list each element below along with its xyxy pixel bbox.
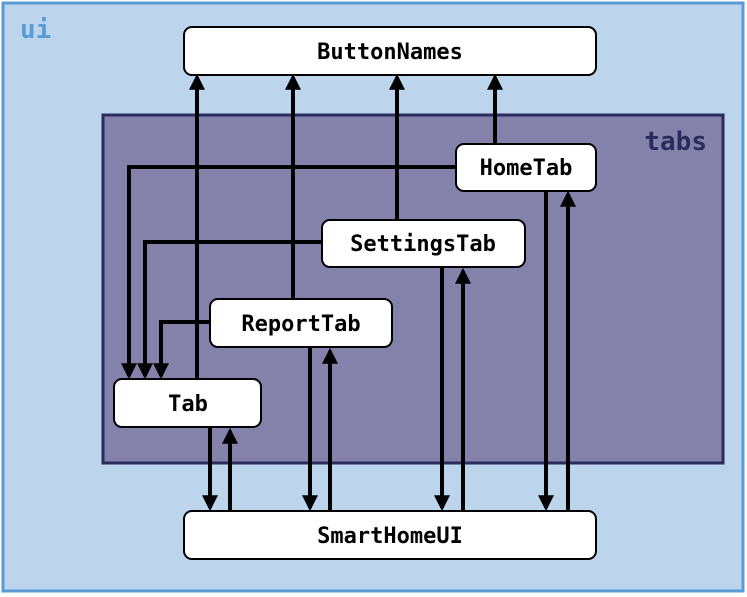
tabs-group-label: tabs (644, 127, 707, 157)
node-button-names-label: ButtonNames (317, 40, 463, 65)
node-smart-home-ui-box (183, 510, 597, 560)
node-smart-home-ui: SmartHomeUI (183, 510, 597, 560)
node-home-tab-label: HomeTab (480, 156, 573, 181)
node-settings-tab: SettingsTab (321, 219, 526, 268)
node-report-tab: ReportTab (209, 298, 393, 348)
node-home-tab: HomeTab (455, 143, 597, 192)
node-report-tab-box (209, 298, 393, 348)
node-settings-tab-label: SettingsTab (350, 232, 496, 257)
node-report-tab-label: ReportTab (241, 312, 360, 337)
node-smart-home-ui-label: SmartHomeUI (317, 524, 463, 549)
node-tab-box (113, 378, 262, 428)
edge-hometab-to-tab (121, 165, 457, 380)
node-tab: Tab (113, 378, 262, 428)
node-button-names-box (183, 26, 597, 76)
node-tab-label: Tab (168, 392, 208, 417)
node-settings-tab-box (321, 219, 526, 268)
edge-reporttab-to-tab (153, 320, 211, 380)
ui-group-label: ui (20, 15, 51, 45)
node-home-tab-box (455, 143, 597, 192)
edges (121, 73, 576, 512)
node-button-names: ButtonNames (183, 26, 597, 76)
edge-settingstab-to-tab (137, 240, 323, 380)
